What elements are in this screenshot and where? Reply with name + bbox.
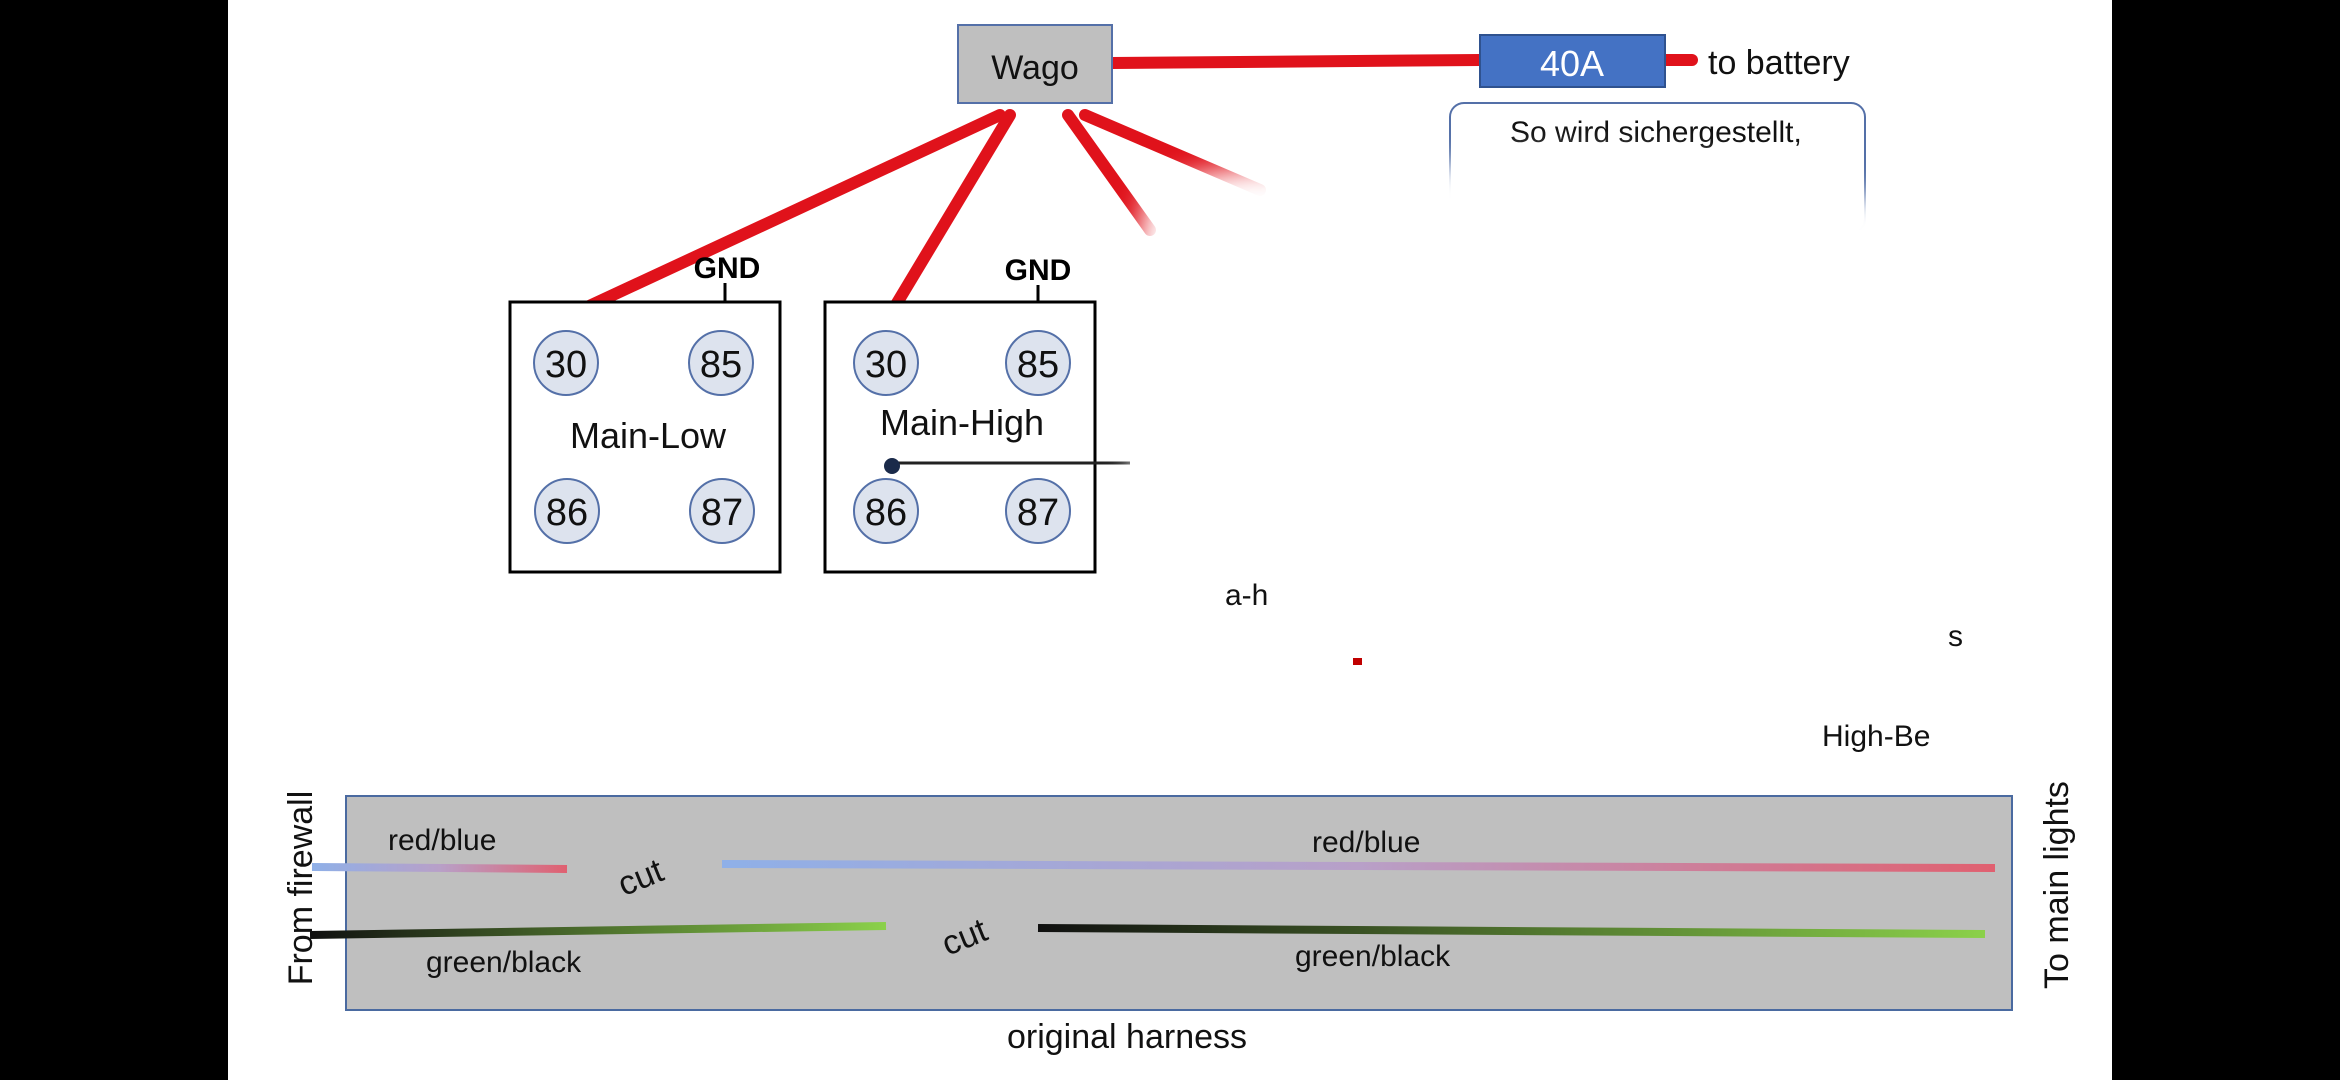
note-text: So wird sichergestellt, (1510, 116, 1802, 149)
wire-label-green-black-left: green/black (426, 946, 582, 979)
pin-86 (534, 478, 600, 544)
note-fragment-3: High-Be (1822, 720, 1930, 753)
pin-87 (689, 478, 755, 544)
wire-label-red-blue-left: red/blue (388, 824, 496, 857)
red-blue-left (311, 863, 568, 873)
junction-dot (884, 458, 900, 474)
relay-name-high: Main-High (880, 402, 1044, 443)
pin-86 (853, 478, 919, 544)
wire-wago-to-fuse (1106, 54, 1486, 69)
battery-label: to battery (1708, 44, 1850, 82)
pin-86-label: 86 (865, 492, 907, 534)
red-mark (1353, 658, 1362, 665)
pin-30-label: 30 (545, 344, 587, 386)
green-black-left (309, 922, 887, 939)
harness-title: original harness (1007, 1018, 1247, 1056)
fuse-label: 40A (1540, 43, 1604, 84)
pin-30 (853, 330, 919, 396)
relay-main-low: 30 85 86 87 Main-Low (508, 300, 782, 574)
fuse-40a (1479, 34, 1666, 88)
relay-name-low: Main-Low (570, 415, 727, 456)
relay-main-high: 30 85 86 87 Main-High (823, 300, 1130, 574)
pin-87-label: 87 (1017, 492, 1059, 534)
wire-wago-to-high-30 (882, 109, 1016, 324)
wire-label-red-blue-right: red/blue (1312, 826, 1420, 859)
green-black-right (1037, 924, 1986, 938)
pin-85 (1005, 330, 1071, 396)
pin-87-label: 87 (701, 492, 743, 534)
note-fragment-1: a-h (1225, 579, 1268, 612)
redaction-blur (1132, 157, 1971, 709)
pin-85-label: 85 (700, 344, 742, 386)
gnd-label-high: GND (1005, 254, 1072, 287)
wago-label: Wago (991, 49, 1079, 87)
harness-box (345, 795, 2013, 1011)
wire-wago-to-low-30 (564, 109, 1006, 321)
wire-wago-to-third (1062, 109, 1156, 236)
note-fragment-2: s (1948, 620, 1963, 653)
pin-30-label: 30 (865, 344, 907, 386)
pin-30 (533, 330, 599, 396)
pin-86-label: 86 (546, 492, 588, 534)
side-label-left: From firewall (282, 791, 320, 986)
pin-87 (1005, 478, 1071, 544)
wire-label-green-black-right: green/black (1295, 940, 1451, 973)
gnd-label-low: GND (694, 252, 761, 285)
red-blue-right (721, 860, 1996, 872)
pin-85 (688, 330, 754, 396)
harness-wires (309, 860, 1996, 939)
pin-85-label: 85 (1017, 344, 1059, 386)
side-label-right: To main lights (2038, 781, 2076, 989)
wago-block (957, 24, 1113, 104)
